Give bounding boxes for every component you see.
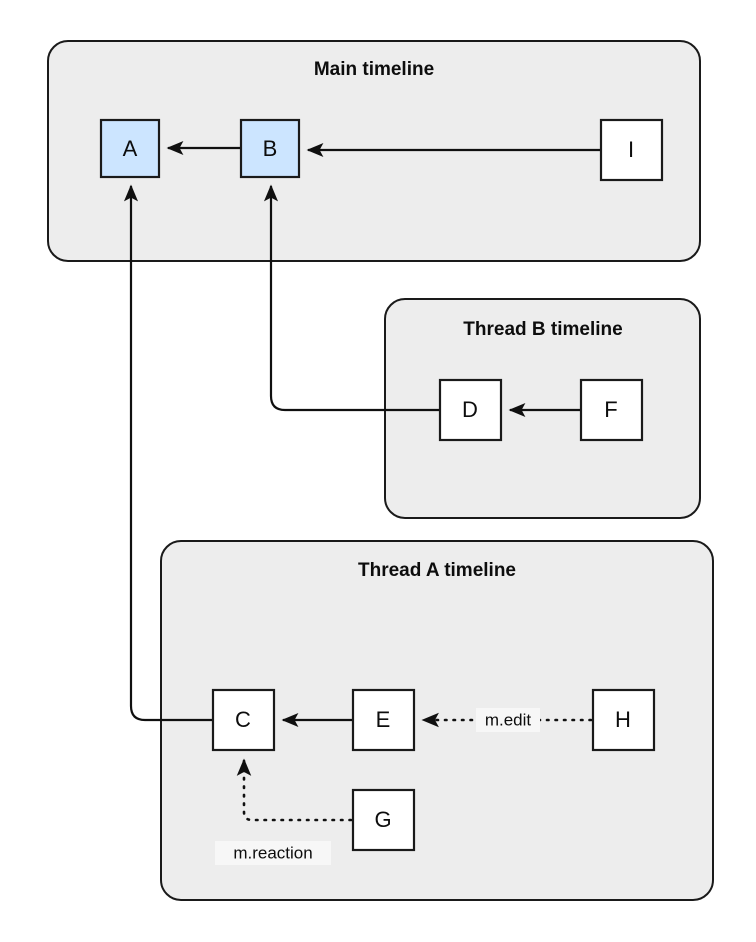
node-c-label: C [235, 707, 251, 732]
node-h-label: H [615, 707, 631, 732]
nodes: A B I D F C [99, 118, 664, 852]
node-d-box [438, 378, 503, 442]
group-thread-b-timeline-box [384, 298, 701, 519]
edge-c-to-a[interactable] [123, 184, 213, 722]
edge-g-to-c-m-reaction[interactable] [236, 758, 353, 822]
node-a-label: A [123, 136, 138, 161]
edge-label-m-reaction: m.reaction [215, 841, 331, 865]
edge-label-m-edit-text: m.edit [485, 710, 532, 729]
node-a-box [99, 118, 161, 179]
group-thread-b-timeline-title: Thread B timeline [463, 319, 622, 340]
group-containers: Main timeline Thread B timeline Thread A… [47, 40, 714, 901]
node-d[interactable]: D [438, 378, 503, 442]
edge-label-m-reaction-backdrop [215, 841, 331, 865]
edge-d-to-b[interactable] [263, 184, 440, 412]
edge-labels: m.edit m.reaction [215, 708, 540, 865]
node-b-box [239, 118, 301, 179]
node-e[interactable]: E [351, 688, 416, 752]
node-i-box [599, 118, 664, 182]
node-f[interactable]: F [579, 378, 644, 442]
node-h[interactable]: H [591, 688, 656, 752]
node-g[interactable]: G [351, 788, 416, 852]
node-i-label: I [628, 137, 634, 162]
node-e-label: E [376, 707, 391, 732]
node-g-label: G [374, 807, 391, 832]
node-i[interactable]: I [599, 118, 664, 182]
node-h-box [591, 688, 656, 752]
node-a[interactable]: A [99, 118, 161, 179]
node-g-box [351, 788, 416, 852]
node-c-box [211, 688, 276, 752]
edge-label-m-edit: m.edit [476, 708, 540, 732]
node-b[interactable]: B [239, 118, 301, 179]
edge-label-m-edit-backdrop [476, 708, 540, 732]
node-c[interactable]: C [211, 688, 276, 752]
node-d-label: D [462, 397, 478, 422]
node-f-label: F [604, 397, 617, 422]
edge-label-m-reaction-text: m.reaction [233, 843, 312, 862]
group-main-timeline-title: Main timeline [314, 59, 434, 80]
group-thread-b-timeline[interactable]: Thread B timeline [384, 298, 701, 519]
node-b-label: B [263, 136, 278, 161]
group-thread-a-timeline-title: Thread A timeline [358, 560, 516, 581]
node-f-box [579, 378, 644, 442]
node-e-box [351, 688, 416, 752]
